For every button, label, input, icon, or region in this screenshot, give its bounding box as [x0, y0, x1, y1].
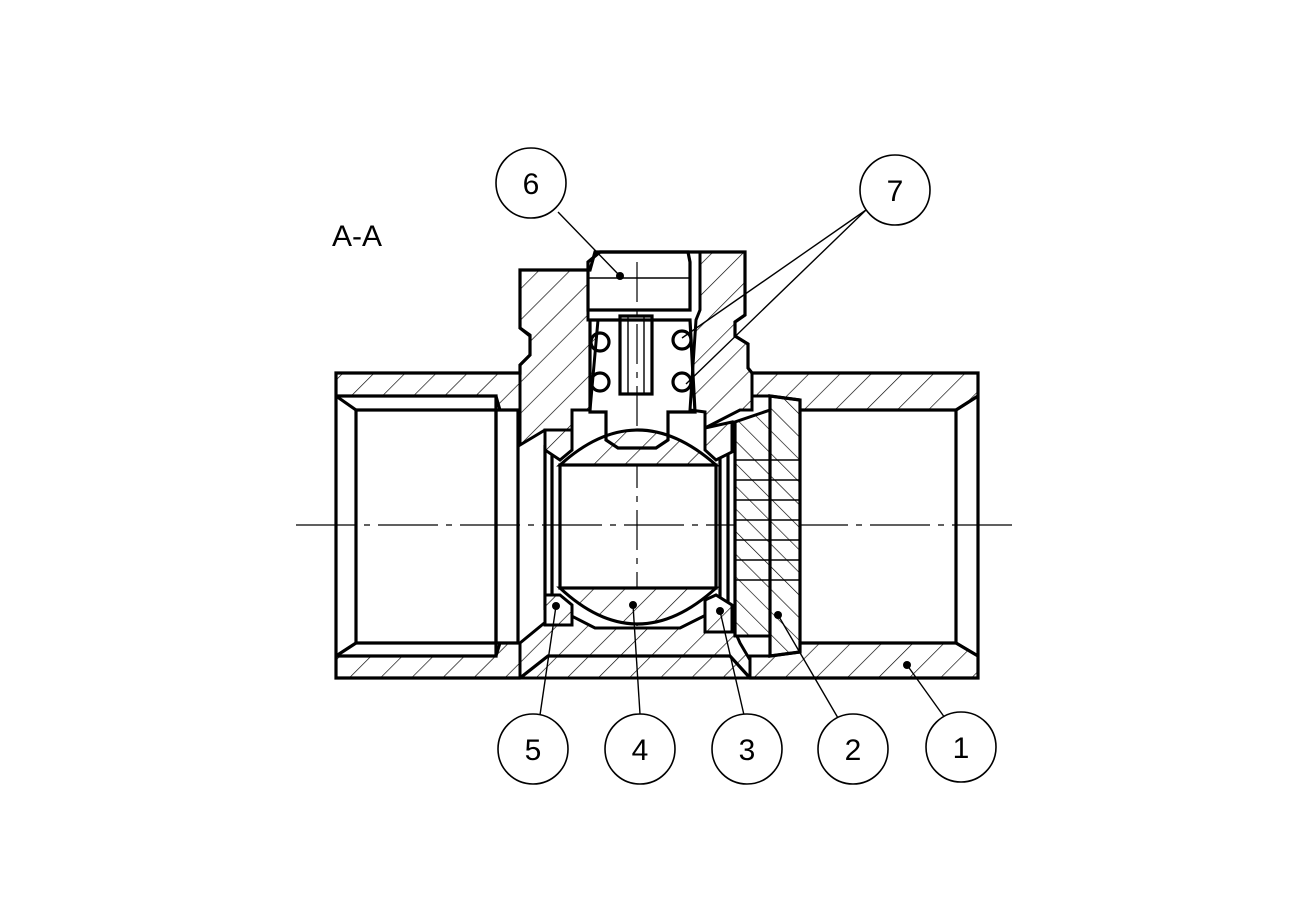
svg-text:3: 3: [739, 734, 756, 767]
o-rings: [589, 329, 693, 393]
callout-1: 1: [925, 711, 997, 783]
svg-text:4: 4: [632, 734, 649, 767]
svg-text:5: 5: [525, 734, 542, 767]
svg-text:7: 7: [887, 175, 904, 208]
callout-5: 5: [497, 713, 569, 785]
svg-text:1: 1: [953, 732, 970, 765]
section-label: A-A: [332, 220, 382, 253]
svg-text:6: 6: [523, 168, 540, 201]
valve-body: [334, 250, 980, 680]
stem: [586, 250, 697, 450]
seats: [543, 420, 734, 634]
callout-6: 6: [495, 147, 567, 219]
callout-7: 7: [859, 154, 931, 226]
insert-nut: [733, 394, 802, 658]
callout-3: 3: [711, 713, 783, 785]
leaders: [539, 209, 946, 719]
callout-2: 2: [817, 713, 889, 785]
callout-4: 4: [604, 713, 676, 785]
svg-text:2: 2: [845, 734, 862, 767]
